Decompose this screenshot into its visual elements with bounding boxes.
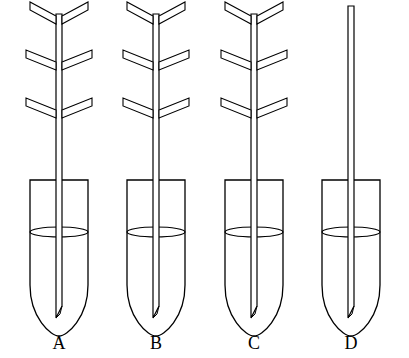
cut-end [153, 306, 159, 318]
label-holder: D [331, 332, 371, 354]
cut-end [251, 306, 257, 318]
leaf [123, 50, 153, 70]
leaf [257, 98, 287, 118]
leaf [221, 98, 251, 118]
leaf [123, 98, 153, 118]
leaf [257, 2, 283, 24]
leaf [26, 98, 56, 118]
stem [251, 14, 257, 318]
cutting-in-tube [123, 2, 189, 336]
leaf [159, 98, 189, 118]
leaf [26, 50, 56, 70]
leaf [257, 50, 287, 70]
label-holder: C [234, 332, 274, 354]
leaf [62, 98, 92, 118]
tube-label: C [248, 333, 260, 353]
stem [56, 14, 62, 318]
stem [348, 6, 354, 318]
leaf [62, 50, 92, 70]
cutting-in-tube [26, 2, 92, 336]
stem [153, 14, 159, 318]
cut-end [56, 306, 62, 318]
tube-label: D [345, 333, 358, 353]
label-holder: B [136, 332, 176, 354]
leaf [159, 50, 189, 70]
leaf [225, 2, 251, 24]
cut-end [348, 306, 354, 318]
tube-label: B [150, 333, 162, 353]
cutting-in-tube [322, 6, 380, 336]
leaf [62, 2, 88, 24]
leaf [159, 2, 185, 24]
tube-label: A [53, 333, 66, 353]
leaf [127, 2, 153, 24]
leaf [221, 50, 251, 70]
leaf [30, 2, 56, 24]
label-holder: A [39, 332, 79, 354]
cutting-in-tube [221, 2, 287, 336]
